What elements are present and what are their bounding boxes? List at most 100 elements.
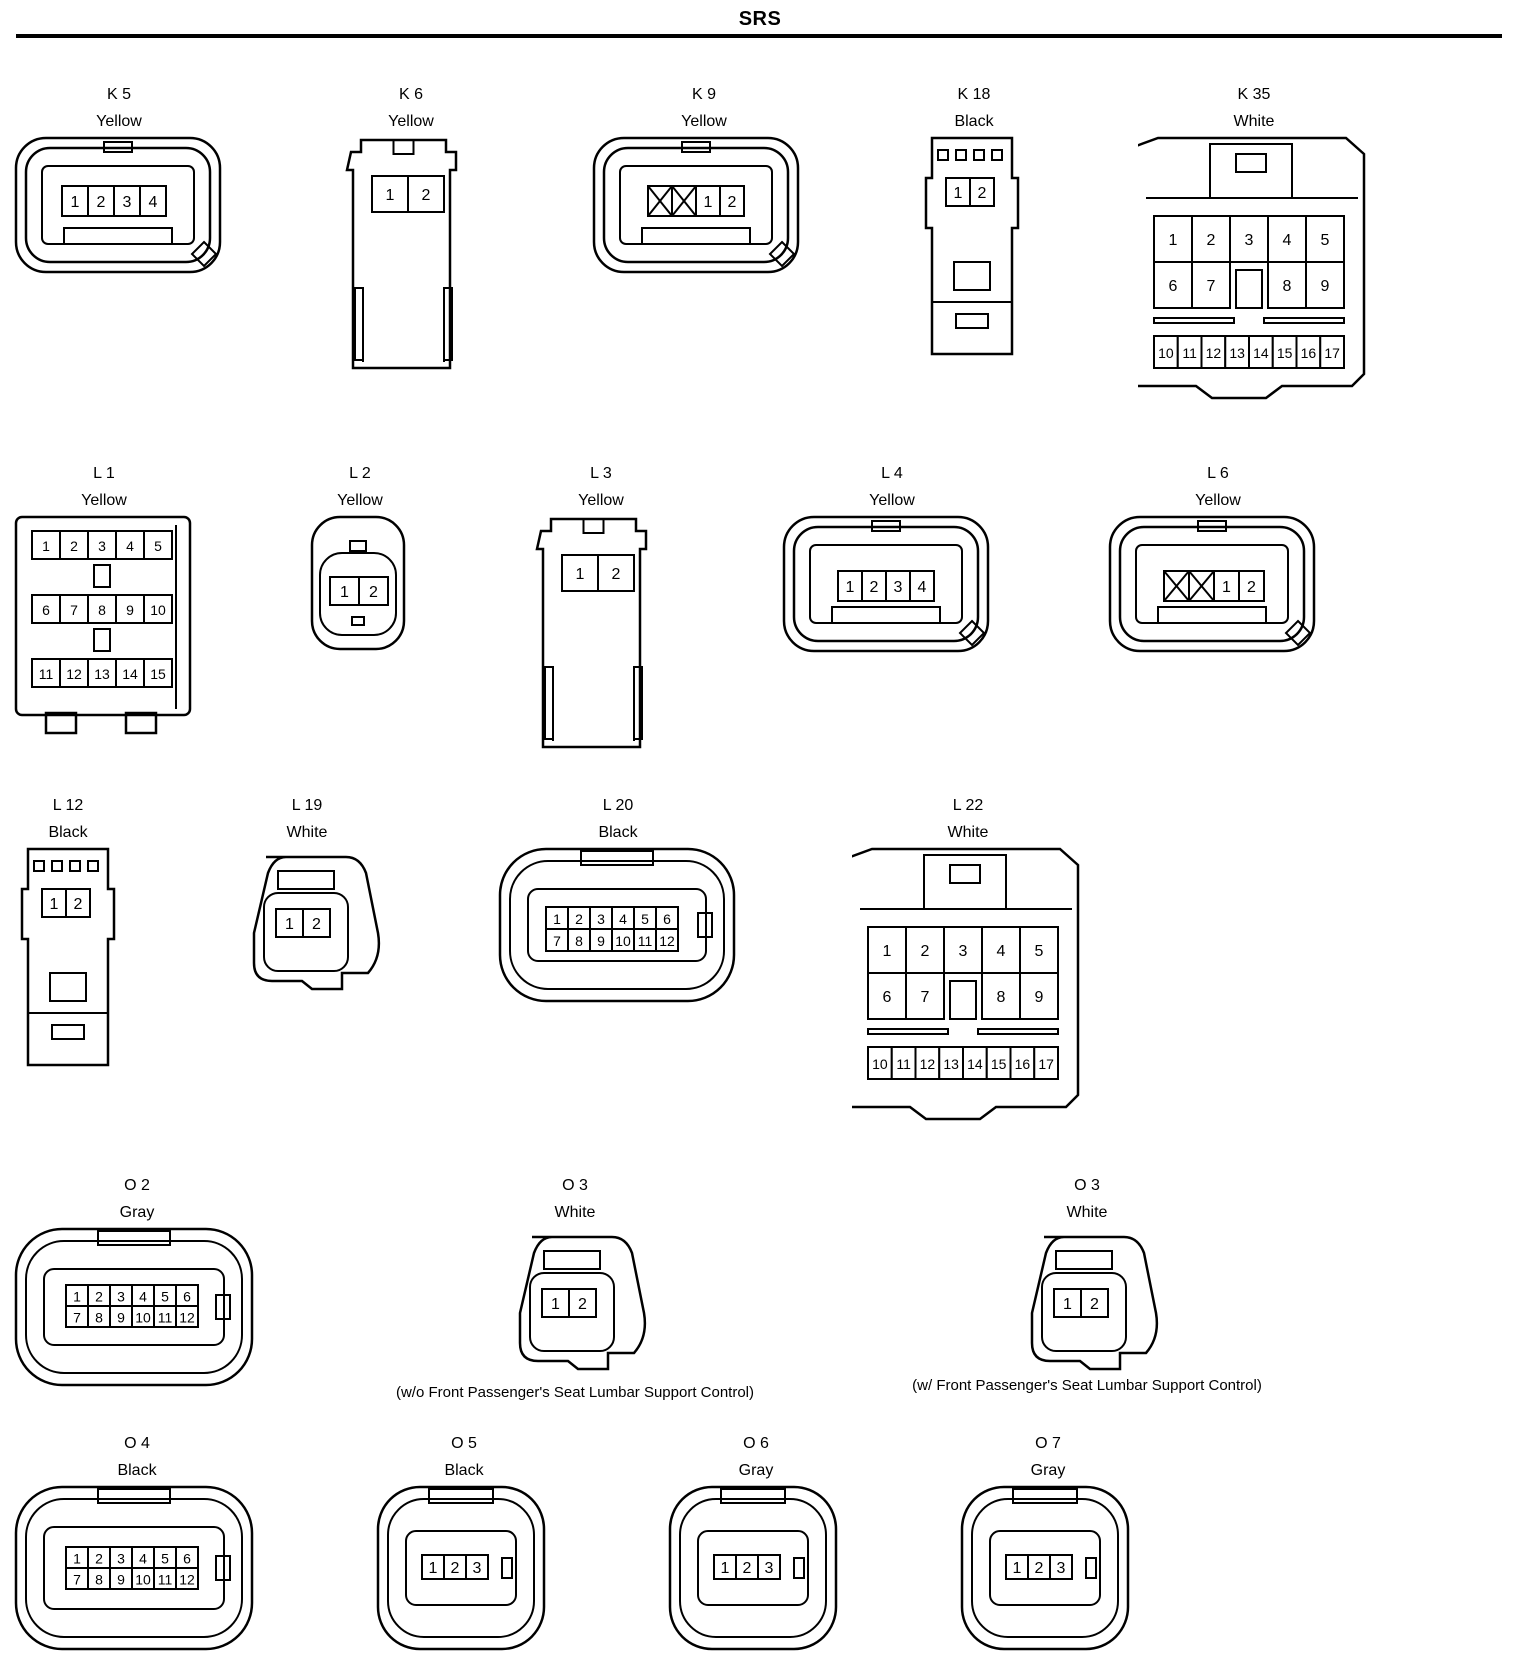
connector-outline — [1118, 525, 1306, 643]
pin-label: 4 — [1283, 232, 1292, 249]
connector-color: Gray — [119, 1204, 155, 1221]
connector-outline — [392, 139, 415, 155]
connector-outline — [527, 888, 707, 962]
connector-outline — [535, 517, 648, 749]
pin-label: 14 — [967, 1056, 983, 1072]
pin-label: 1 — [42, 538, 50, 554]
connector-note: (w/o Front Passenger's Seat Lumbar Suppo… — [395, 1384, 755, 1401]
blocked-cavity — [671, 185, 697, 217]
pin-label: 8 — [98, 602, 106, 618]
key-slot — [93, 564, 111, 588]
blocked-cavity — [1188, 570, 1215, 602]
pin-label: 2 — [870, 579, 879, 596]
connector-outline — [602, 146, 790, 264]
connector-code: L 3 — [590, 465, 612, 482]
pin-cell — [719, 185, 745, 217]
connector-outline — [376, 1485, 546, 1651]
connector-outline — [1030, 1235, 1159, 1371]
pin-label: 1 — [883, 943, 892, 960]
pin-label: 1 — [1013, 1560, 1022, 1577]
pin-label: 13 — [1229, 345, 1245, 361]
connector-code: L 19 — [291, 797, 323, 814]
connector-outline — [1157, 606, 1267, 624]
connector-color: White — [1066, 1204, 1108, 1221]
pin-label: 3 — [597, 911, 605, 927]
key-slot — [93, 628, 111, 652]
pin-label: 8 — [95, 1572, 103, 1588]
pin-cell — [695, 185, 721, 217]
connector-outline — [51, 1024, 85, 1040]
connector-color: White — [947, 824, 989, 841]
connector-outline — [989, 1530, 1101, 1606]
connector-outline — [43, 1268, 225, 1346]
latch-bar — [867, 1028, 949, 1035]
pin-label: 1 — [50, 896, 59, 913]
pin-label: 2 — [728, 194, 737, 211]
pin-label: 14 — [1253, 345, 1269, 361]
connector-outline — [792, 525, 980, 643]
connector-color: Yellow — [388, 113, 434, 130]
pin-label: 15 — [1277, 345, 1293, 361]
pin-label: 1 — [551, 1296, 560, 1313]
pin-cell — [969, 177, 995, 207]
connector-outline — [509, 860, 725, 990]
connector-outline — [498, 847, 736, 1003]
pin-label: 1 — [553, 911, 561, 927]
pin-label: 4 — [139, 1289, 147, 1305]
pin-label: 1 — [71, 194, 80, 211]
connector-outline — [580, 850, 654, 866]
connector-outline — [958, 619, 986, 647]
connector-outline — [25, 1498, 243, 1638]
pin-label: 2 — [97, 194, 106, 211]
pin-label: 2 — [95, 1551, 103, 1567]
pin-cell — [568, 1288, 597, 1318]
connector-outline — [443, 287, 453, 361]
connector-outline — [953, 261, 991, 291]
pin-cell — [909, 570, 935, 602]
connector-color: Yellow — [869, 492, 915, 509]
connector-outline — [252, 855, 381, 991]
pin-label: 12 — [66, 666, 82, 682]
pin-label: 11 — [39, 666, 54, 682]
connector-code: L 6 — [1207, 465, 1229, 482]
key-slot — [949, 980, 977, 1020]
connector-outline — [793, 1557, 805, 1579]
pin-cell — [175, 1567, 199, 1590]
connector-outline — [1197, 520, 1227, 532]
connector-outline — [215, 1294, 231, 1320]
connector-color: Yellow — [1195, 492, 1241, 509]
pin-label: 7 — [1207, 278, 1216, 295]
connector-color: White — [286, 824, 328, 841]
connector-outline — [33, 860, 45, 872]
pin-label: 7 — [70, 602, 78, 618]
pin-label: 6 — [663, 911, 671, 927]
pin-cell — [358, 576, 389, 606]
pin-label: 7 — [73, 1310, 81, 1326]
pin-label: 4 — [997, 943, 1006, 960]
pin-label: 2 — [612, 566, 621, 583]
connector-code: L 1 — [93, 465, 115, 482]
connector-outline — [63, 227, 173, 245]
pin-label: 8 — [1283, 278, 1292, 295]
pin-cell — [175, 1305, 199, 1328]
pin-label: 3 — [1057, 1560, 1066, 1577]
pin-label: 1 — [73, 1551, 81, 1567]
connector-outline — [25, 1240, 243, 1374]
pin-label: 15 — [991, 1056, 1007, 1072]
pin-label: 3 — [117, 1551, 125, 1567]
connector-outline — [49, 972, 87, 1002]
